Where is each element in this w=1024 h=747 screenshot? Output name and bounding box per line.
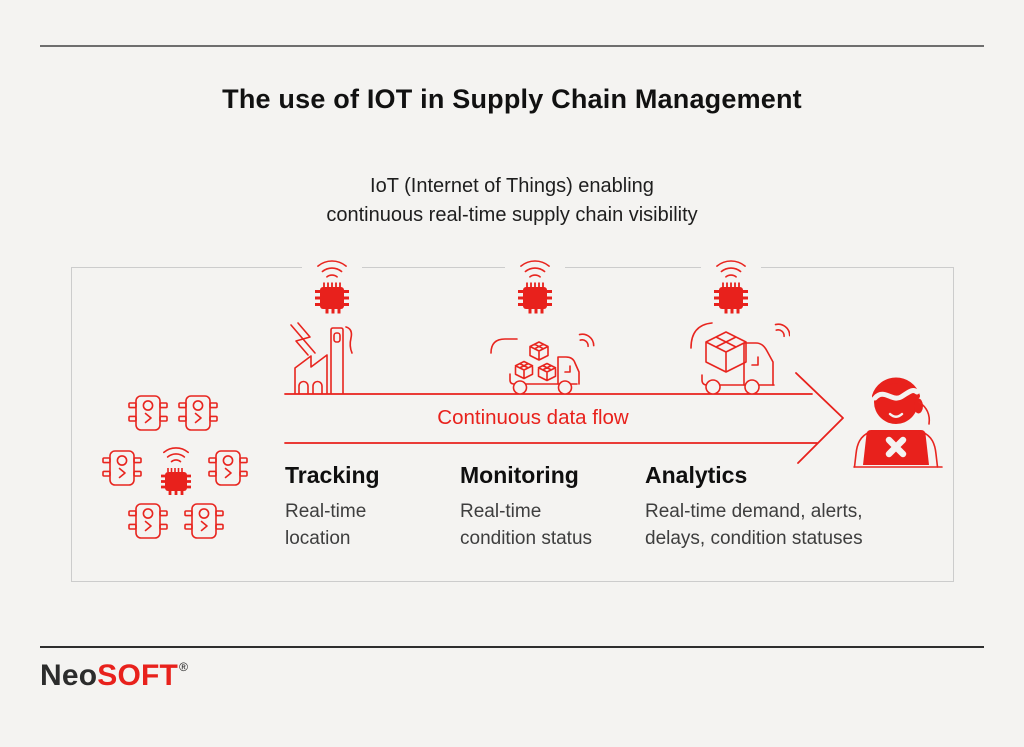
stage-desc-line-1: Real-time demand, alerts, [645, 501, 863, 522]
intro-line-2: continuous real-time supply chain visibi… [326, 204, 698, 226]
truck-with-big-box-icon [690, 322, 790, 394]
iot-chip-wifi-icon [505, 260, 565, 314]
stage-heading: Tracking [285, 462, 380, 488]
stage-analytics: Analytics Real-time demand, alerts, dela… [645, 462, 863, 552]
logo-text-soft: SOFT [97, 659, 179, 692]
logo-text-neo: Neo [40, 659, 98, 692]
stage-desc-line-2: delays, condition statuses [645, 528, 863, 549]
cpu-chip-icon [161, 468, 191, 495]
intro-text: IoT (Internet of Things) enabling contin… [0, 172, 1024, 230]
stage-desc-line-2: condition status [460, 528, 593, 549]
stage-tracking: Tracking Real-time location [285, 462, 380, 552]
iot-chip-wifi-icon [701, 260, 761, 314]
stage-monitoring: Monitoring Real-time condition status [460, 462, 592, 552]
stage-heading: Monitoring [460, 462, 579, 488]
registered-trademark-symbol: ® [179, 660, 189, 674]
iot-chip-wifi-icon [302, 260, 362, 314]
stage-desc-line-1: Real-time [285, 501, 367, 522]
stage-heading: Analytics [645, 462, 748, 488]
analyst-laptop-icon [853, 377, 943, 468]
truck-with-boxes-icon [490, 333, 595, 394]
factory-icon [290, 322, 353, 394]
neosoft-logo: NeoSOFT® [40, 659, 188, 693]
stage-description: Real-time condition status [460, 498, 592, 552]
bottom-divider [40, 646, 984, 648]
iot-sensor-cluster-icon [102, 395, 248, 539]
stage-description: Real-time demand, alerts, delays, condit… [645, 498, 863, 552]
top-divider [40, 45, 984, 47]
stage-desc-line-2: location [285, 528, 351, 549]
flow-label: Continuous data flow [437, 406, 629, 429]
wifi-icon [163, 447, 189, 463]
intro-line-1: IoT (Internet of Things) enabling [370, 175, 654, 197]
stage-description: Real-time location [285, 498, 380, 552]
continuous-data-flow-arrow [284, 372, 844, 464]
page-title: The use of IOT in Supply Chain Managemen… [222, 84, 802, 114]
stage-desc-line-1: Real-time [460, 501, 542, 522]
